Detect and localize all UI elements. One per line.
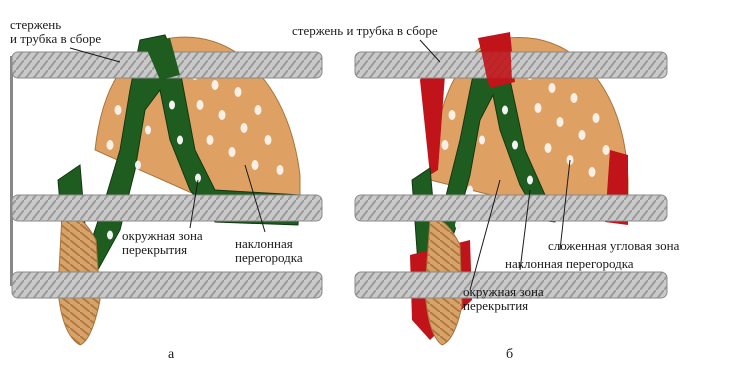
label-inclined-baffle-a: наклонная перегородка xyxy=(235,237,303,265)
label-complex-angular-b: сложенная угловая зона xyxy=(548,239,679,253)
caption-a: а xyxy=(168,347,174,363)
caption-b: б xyxy=(506,347,513,363)
tube-middle-b xyxy=(355,195,667,221)
label-rod-tube-b: стержень и трубка в сборе xyxy=(292,24,438,38)
rod-frame xyxy=(10,56,13,286)
label-rod-tube-a: стержень и трубка в сборе xyxy=(10,18,101,46)
panel-a xyxy=(10,35,322,345)
label-inclined-baffle-b: наклонная перегородка xyxy=(505,257,634,271)
tube-bottom xyxy=(12,272,322,298)
label-circular-overlap-b: окружная зона перекрытия xyxy=(463,285,544,313)
label-circular-overlap-a: окружная зона перекрытия xyxy=(122,229,203,257)
tube-middle xyxy=(12,195,322,221)
